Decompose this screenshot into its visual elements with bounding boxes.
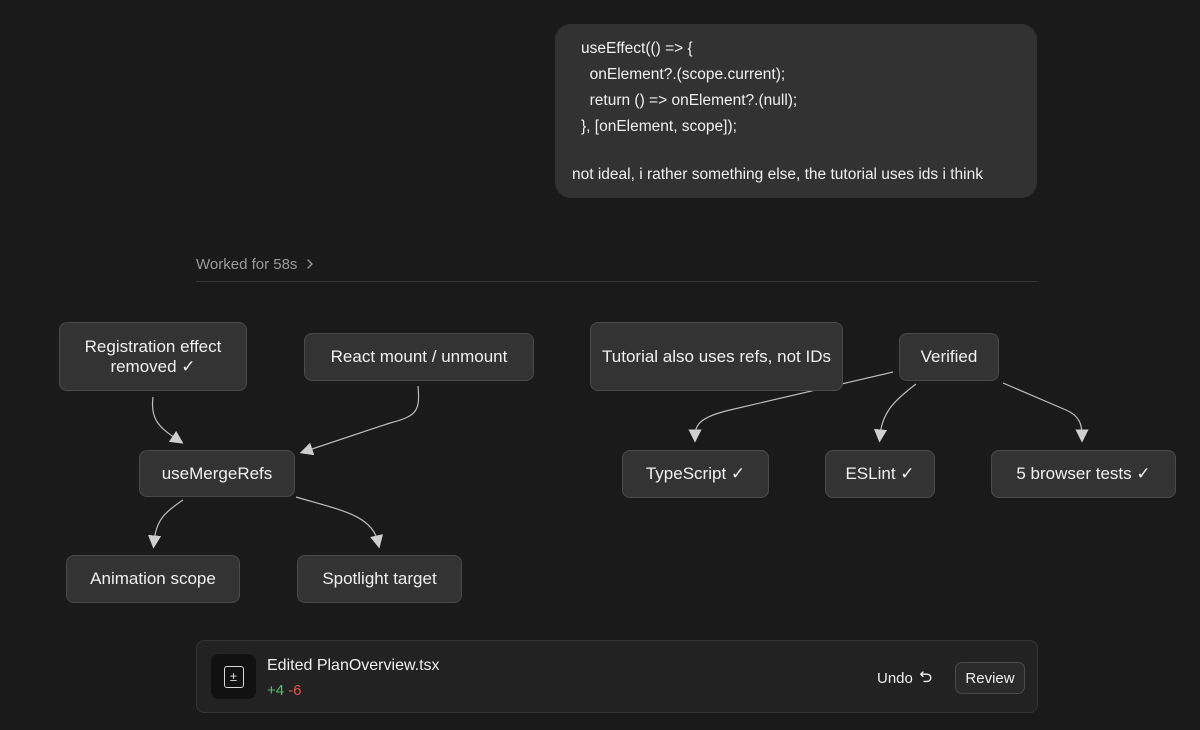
node-typescript: TypeScript ✓ <box>622 450 769 498</box>
code-line: useEffect(() => { <box>581 40 693 57</box>
undo-button[interactable]: Undo <box>877 669 933 687</box>
user-message-bubble: useEffect(() => { onElement?.(scope.curr… <box>555 24 1037 198</box>
diff-stats: +4-6 <box>267 682 301 699</box>
node-use-merge-refs: useMergeRefs <box>139 450 295 497</box>
node-browser-tests: 5 browser tests ✓ <box>991 450 1176 498</box>
node-animation-scope: Animation scope <box>66 555 240 603</box>
edge <box>151 396 184 444</box>
edge <box>148 499 184 549</box>
undo-label: Undo <box>877 669 913 687</box>
diff-deletions: -6 <box>288 682 302 699</box>
node-verified: Verified <box>899 333 999 381</box>
edge <box>1002 382 1089 443</box>
code-line: return () => onElement?.(null); <box>581 92 798 109</box>
node-tutorial-refs: Tutorial also uses refs, not IDs <box>590 322 843 391</box>
diff-additions: +4 <box>267 682 285 699</box>
node-eslint: ESLint ✓ <box>825 450 935 498</box>
node-spotlight-target: Spotlight target <box>297 555 462 603</box>
worked-duration-label: Worked for 58s <box>196 256 298 273</box>
edge <box>299 385 420 456</box>
review-button[interactable]: Review <box>955 662 1025 694</box>
edited-file-title: Edited PlanOverview.tsx <box>267 657 440 674</box>
edge <box>873 383 917 443</box>
code-line: onElement?.(scope.current); <box>581 66 786 83</box>
node-registration-effect: Registration effect removed ✓ <box>59 322 247 391</box>
node-react-mount: React mount / unmount <box>304 333 534 381</box>
undo-icon <box>919 669 933 687</box>
code-line: }, [onElement, scope]); <box>581 118 737 135</box>
edited-file-card: ± Edited PlanOverview.tsx +4-6 Undo Revi… <box>196 640 1038 713</box>
edge <box>688 371 894 443</box>
divider <box>196 281 1038 282</box>
worked-duration-toggle[interactable]: Worked for 58s <box>196 256 315 273</box>
edge <box>295 496 384 549</box>
diff-file-icon: ± <box>211 654 256 699</box>
user-message-text: not ideal, i rather something else, the … <box>572 166 983 183</box>
chevron-right-icon <box>305 257 315 273</box>
